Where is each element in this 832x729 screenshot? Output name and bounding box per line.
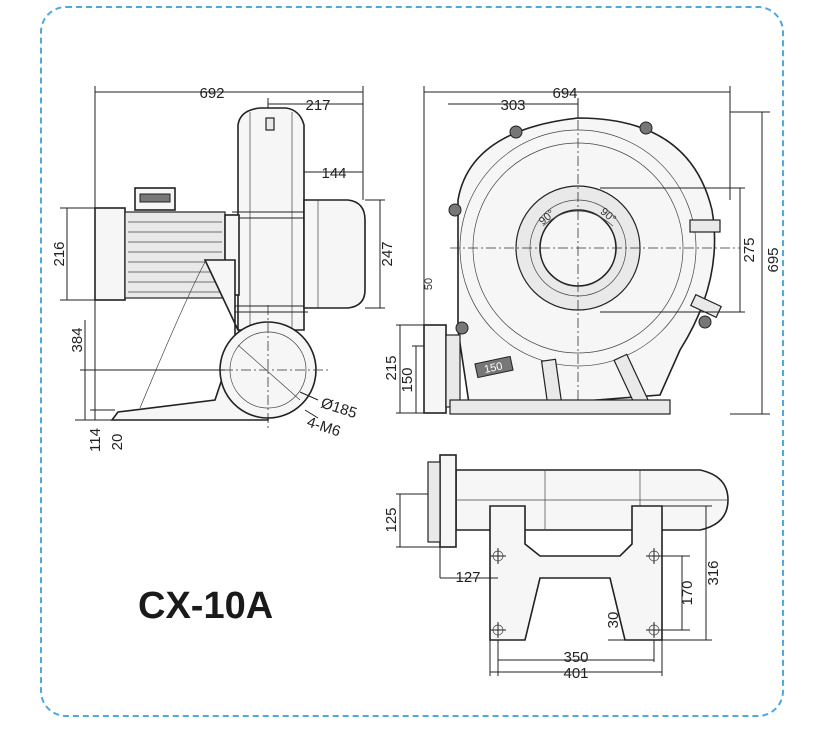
dim-inlet-center-height: 384	[69, 327, 86, 352]
dim-base-plate: 20	[109, 434, 126, 451]
dim-outlet-height: 247	[379, 241, 396, 266]
dim-bolts: 4-M6	[305, 414, 343, 441]
dim-base-depth: 316	[705, 560, 722, 585]
top-view: 125 127 170 316 30 350 401	[383, 454, 729, 682]
dim-center-offset: 303	[500, 97, 525, 114]
dim-base-width: 401	[563, 665, 588, 682]
dim-outlet-offset: 144	[321, 165, 346, 182]
dim-hole-spacing-y: 170	[679, 580, 696, 605]
dim-outlet-inner: 150	[399, 367, 416, 392]
mount-holes	[490, 548, 662, 638]
dim-motor-height: 216	[51, 241, 68, 266]
dashed-frame	[40, 6, 784, 717]
dim-housing-width: 217	[305, 97, 330, 114]
dim-overall-height: 695	[765, 247, 782, 272]
dim-outlet-width: 125	[383, 507, 400, 532]
side-view: 692 217 144 216 247 384 114 20 Ø185 4-M6	[51, 85, 396, 452]
motor-fins	[128, 221, 222, 293]
dim-small-mark: 50	[423, 278, 435, 290]
dim-base-height: 114	[87, 428, 104, 452]
dim-overall-width: 692	[199, 85, 224, 102]
dim-outlet-height-front: 215	[383, 355, 400, 380]
model-title: CX-10A	[138, 585, 273, 627]
dim-front-overall-width: 694	[552, 85, 577, 102]
front-view: 150 694 303 695 275 215 150 50 90° 90	[383, 85, 782, 415]
dim-flange-offset: 127	[455, 569, 480, 586]
dim-slot-width: 30	[605, 612, 622, 629]
dim-inlet-span: 275	[741, 237, 758, 262]
dim-hole-spacing-x: 350	[563, 649, 588, 666]
badge-label: 150	[483, 360, 503, 376]
